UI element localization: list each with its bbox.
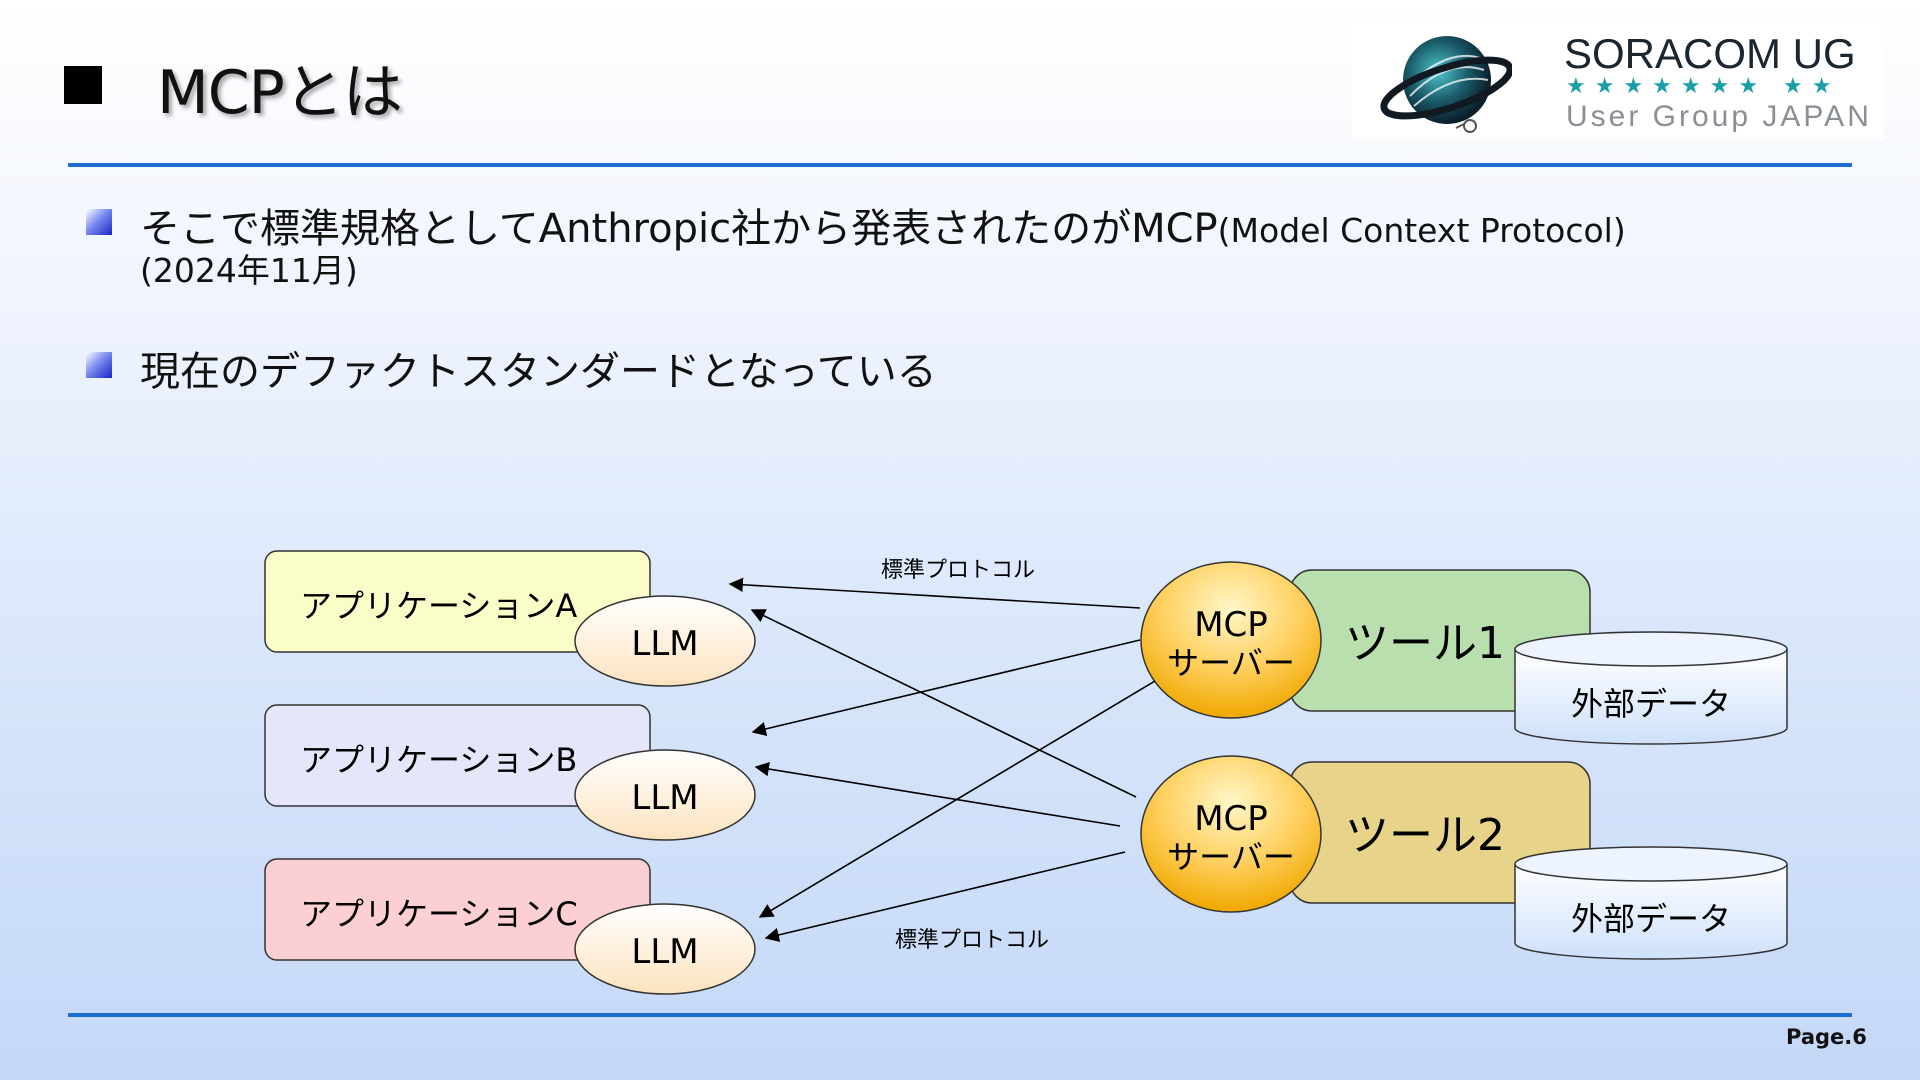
llm-a: LLM — [574, 595, 756, 687]
tool-1-label: ツール1 — [1345, 618, 1505, 669]
bullet-1-text: そこで標準規格としてAnthropic社から発表されたのがMCP(Model C… — [140, 196, 1626, 254]
page-title: MCPとは — [157, 58, 403, 128]
external-data-1: 外部データ — [1514, 631, 1788, 745]
llm-c-label: LLM — [631, 932, 698, 972]
title-square-icon — [64, 66, 102, 104]
header-divider — [68, 163, 1852, 167]
bullet-1-main: そこで標準規格としてAnthropic社から発表されたのがMCP — [140, 206, 1218, 252]
mcp-server-2-line1: MCP — [1194, 799, 1268, 839]
connector-server2-llm-c — [764, 851, 1126, 942]
application-b: アプリケーションB — [264, 704, 651, 807]
application-b-label: アプリケーションB — [300, 741, 577, 779]
logo-subtitle: User Group JAPAN — [1566, 100, 1872, 133]
llm-a-label: LLM — [631, 624, 698, 664]
bullet-1-small: (Model Context Protocol) — [1217, 211, 1626, 250]
footer-divider — [68, 1013, 1852, 1017]
external-data-1-label: 外部データ — [1571, 685, 1731, 723]
page-number: Page.6 — [1786, 1025, 1867, 1049]
llm-c: LLM — [574, 903, 756, 995]
protocol-label-bottom: 標準プロトコル — [895, 928, 1049, 953]
connector-server1-llm-a — [728, 577, 1141, 609]
tool-2-label: ツール2 — [1345, 810, 1505, 861]
mcp-server-1-line2: サーバー — [1167, 644, 1295, 682]
llm-b: LLM — [574, 749, 756, 841]
bullet-2-text: 現在のデファクトスタンダードとなっている — [140, 349, 937, 395]
soracom-ug-logo: SORACOM UG ★★★★★★★ ★★ User Group JAPAN — [1352, 18, 1884, 140]
protocol-connectors — [728, 577, 1156, 942]
bullet-1-date: (2024年11月) — [140, 251, 358, 290]
application-c-label: アプリケーションC — [300, 895, 578, 933]
bullet-2-icon — [86, 352, 112, 378]
application-c: アプリケーションC — [264, 858, 651, 961]
connector-server2-llm-b — [754, 761, 1121, 827]
application-a-label: アプリケーションA — [300, 587, 577, 625]
external-data-2: 外部データ — [1514, 846, 1788, 960]
connector-server1-llm-b — [751, 639, 1141, 737]
external-data-2-label: 外部データ — [1571, 900, 1731, 938]
connector-server2-llm-a — [750, 609, 1137, 798]
mcp-server-1-line1: MCP — [1194, 605, 1268, 645]
logo-stars: ★★★★★★★ ★★ — [1566, 74, 1841, 99]
logo-name: SORACOM UG — [1564, 30, 1856, 77]
bullet-1-icon — [86, 209, 112, 235]
llm-b-label: LLM — [631, 778, 698, 818]
planet-logo-icon — [1380, 36, 1514, 133]
mcp-server-2-line2: サーバー — [1167, 838, 1295, 876]
protocol-label-top: 標準プロトコル — [881, 558, 1035, 583]
mcp-server-1: MCP サーバー — [1140, 561, 1322, 719]
mcp-server-2: MCP サーバー — [1140, 755, 1322, 913]
